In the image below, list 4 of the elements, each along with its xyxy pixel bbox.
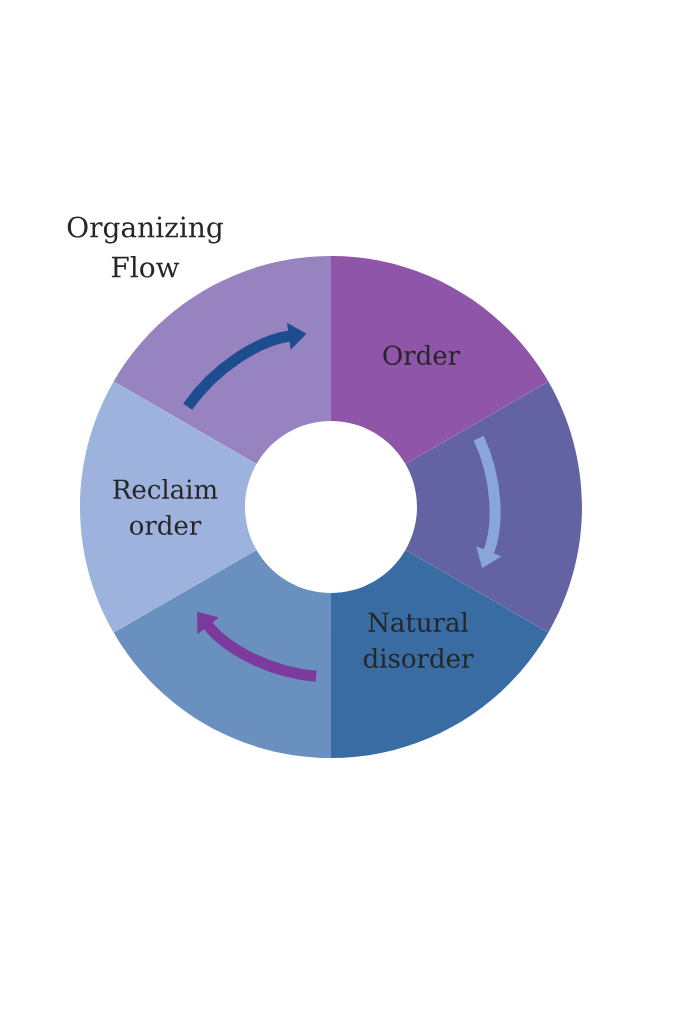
title: Organizing Flow <box>67 216 223 278</box>
wedge-segment: Reclaim order <box>80 381 257 633</box>
wedge-segment: Order <box>331 256 549 464</box>
wedge-segment: Natural disorder <box>331 550 549 758</box>
